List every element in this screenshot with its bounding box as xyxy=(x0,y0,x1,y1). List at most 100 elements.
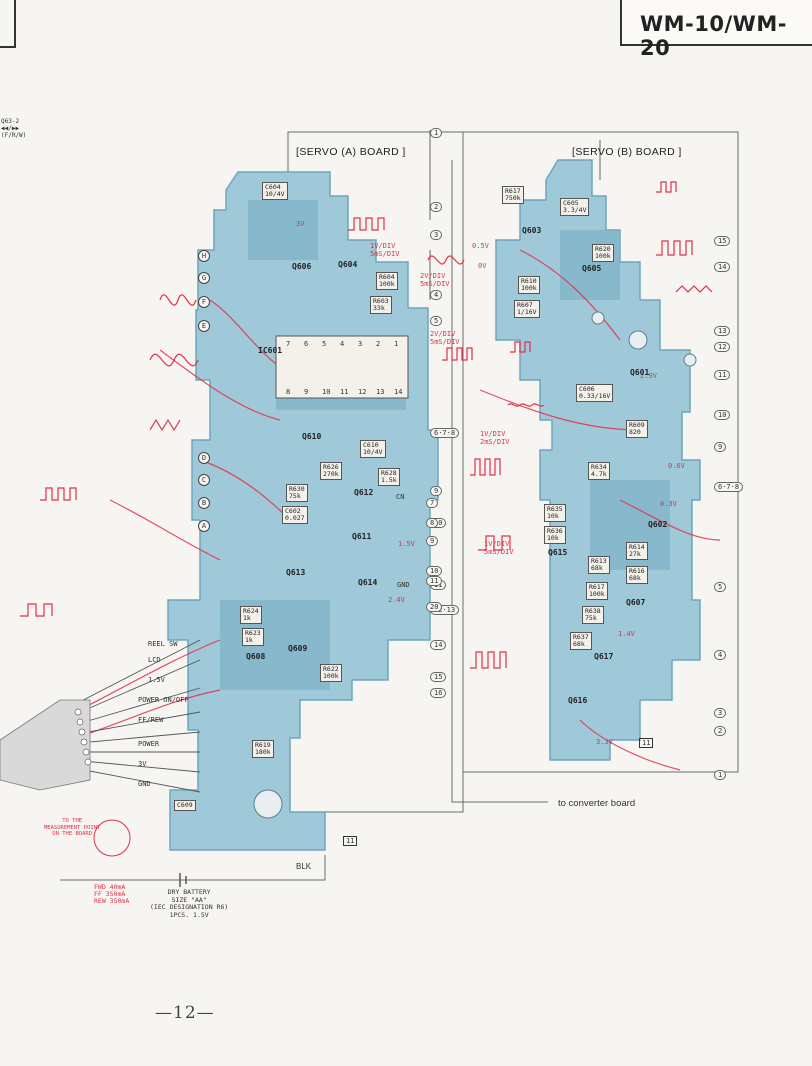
battery-line: SIZE "AA" xyxy=(171,895,207,904)
voltage-label: 0V xyxy=(478,262,487,270)
converter-label: to converter board xyxy=(558,798,636,809)
waveform-time: 2mS/DIV xyxy=(480,438,510,446)
part-ref: Q616 xyxy=(568,696,588,705)
battery-symbol xyxy=(179,873,187,887)
pin-f: F xyxy=(198,296,210,308)
model-title: WM-10/WM-20 xyxy=(640,12,787,60)
servo-a-title: [SERVO (A) BOARD ] xyxy=(296,146,406,158)
cn-mark: CN xyxy=(396,493,405,501)
ref-box-a: 11 xyxy=(343,836,358,846)
part-value: 820 xyxy=(629,428,641,436)
voltage-label: 2.9V xyxy=(640,372,657,380)
part-ref: Q613 xyxy=(286,568,306,577)
ic-pin-top: 1 xyxy=(394,340,399,348)
mid-pin-20: 20 xyxy=(426,602,443,612)
connector-ribbon xyxy=(0,699,92,791)
part-ref: Q610 xyxy=(302,432,322,441)
connector-b-9: 4 xyxy=(714,650,727,660)
screw-hole xyxy=(253,789,283,819)
part-value: 100k xyxy=(595,252,611,260)
part-ref: R637 xyxy=(573,633,589,641)
ic-pin-bottom: 11 xyxy=(340,388,349,396)
part-ref: Q606 xyxy=(292,262,312,271)
part-ref: Q617 xyxy=(594,652,614,661)
pin-e: E xyxy=(198,320,210,332)
connector-a-12: 16 xyxy=(430,688,447,698)
part-ref: R628 xyxy=(381,469,397,477)
mid-pin-11: 11 xyxy=(426,576,443,586)
legend-mode: FWD xyxy=(94,883,106,891)
part-ref: Q615 xyxy=(548,548,568,557)
part-ref: R607 xyxy=(517,301,533,309)
part-ref: C610 xyxy=(363,441,379,449)
wire-label: GND xyxy=(138,780,151,788)
trace xyxy=(199,459,291,521)
battery-note: DRY BATTERY SIZE "AA" (IEC DESIGNATION R… xyxy=(150,888,228,919)
top-left-note: Q63-2 ◀◀/▶▶ (F/R/W) xyxy=(1,118,26,139)
part-value: 68k xyxy=(591,564,603,572)
connector-b-4: 11 xyxy=(714,370,731,380)
part-ref: Q614 xyxy=(358,578,378,587)
waveform-triangle xyxy=(149,418,181,432)
part-ref: Q608 xyxy=(246,652,266,661)
part-q604: Q604 xyxy=(336,260,359,269)
ic601-package xyxy=(275,335,409,399)
part-value: 100k xyxy=(379,280,395,288)
battery-line: 1PCS. 1.5V xyxy=(169,910,209,919)
note-line: (F/R/W) xyxy=(1,132,27,139)
part-q612: Q612 xyxy=(352,488,375,497)
part-ref: R630 xyxy=(289,485,305,493)
connector-a-6: 9 xyxy=(430,486,443,496)
part-value: 1/16V xyxy=(517,308,537,316)
ic-pin-top: 7 xyxy=(286,340,291,348)
connector-b-5: 10 xyxy=(714,410,731,420)
part-value: 68k xyxy=(629,574,641,582)
legend-value: 350mA xyxy=(105,890,126,898)
part-ref: R603 xyxy=(373,297,389,305)
waveform-group xyxy=(20,181,713,669)
waveform-noise xyxy=(507,403,545,407)
waveform-sawtooth xyxy=(675,285,713,293)
ic-pin-top: 6 xyxy=(304,340,309,348)
screw-hole xyxy=(628,330,648,350)
connector-a-5: 6·7·8 xyxy=(430,428,460,438)
pin-b: B xyxy=(198,497,210,509)
copper-patch xyxy=(560,230,620,300)
voltage-label: 1.4V xyxy=(618,630,635,638)
connector-b-7: 6·7·8 xyxy=(714,482,744,492)
note-line: ◀◀/▶▶ xyxy=(1,125,20,132)
part-ic601: IC601 xyxy=(256,346,284,355)
part-value: 0.027 xyxy=(285,514,305,522)
screw-hole xyxy=(591,311,605,325)
part-ref: IC601 xyxy=(258,346,283,355)
trace xyxy=(109,499,221,561)
trace xyxy=(519,249,621,341)
waveform-scale: 2V/DIV xyxy=(420,272,446,280)
wire-label: POWER ON/OFF xyxy=(138,696,189,704)
part-ref: Q607 xyxy=(626,598,646,607)
connector-b-3: 12 xyxy=(714,342,731,352)
part-q606: Q606 xyxy=(290,262,313,271)
part-ref: Q601 xyxy=(630,368,650,377)
part-ref: R613 xyxy=(591,557,607,565)
waveform-scale: 1V/DIV xyxy=(484,540,510,548)
part-q617: Q617 xyxy=(592,652,615,661)
waveform-square xyxy=(656,181,677,193)
converter-line xyxy=(451,160,548,803)
legend-row: REW 350mA xyxy=(94,898,129,905)
pin-g: G xyxy=(198,272,210,284)
legend-mode: REW xyxy=(94,897,106,905)
ic-pin-bottom: 14 xyxy=(394,388,403,396)
